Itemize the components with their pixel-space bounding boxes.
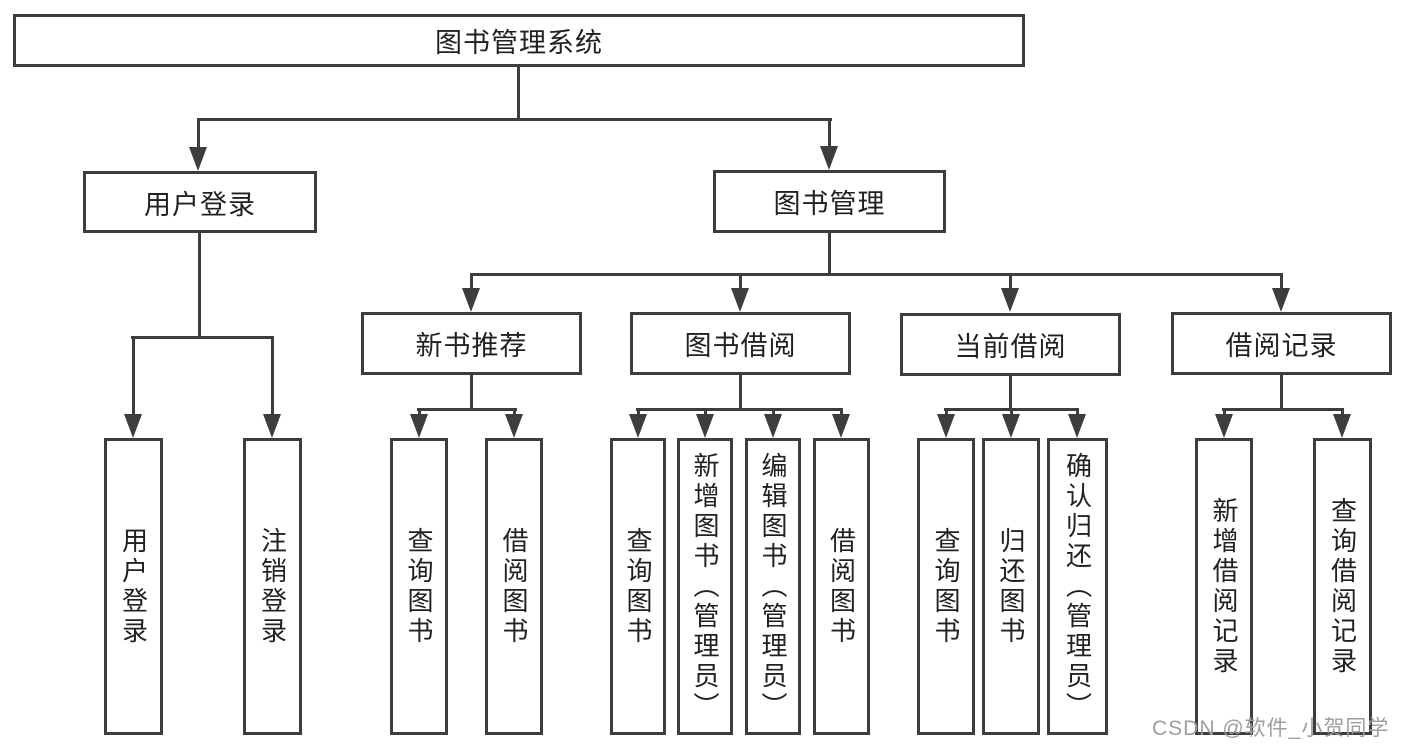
- leaf-query-books-recommend: 查询图书: [390, 438, 448, 735]
- leaf-logout-label: 注销登录: [257, 526, 288, 647]
- connector-line: [1009, 376, 1012, 409]
- leaf-return-book: 归还图书: [982, 438, 1040, 735]
- arrowhead: [629, 414, 647, 438]
- arrowhead: [1068, 414, 1086, 438]
- connector-line: [772, 408, 775, 416]
- arrowhead: [696, 414, 714, 438]
- connector-line: [197, 118, 832, 121]
- leaf-query-books-current: 查询图书: [917, 438, 975, 735]
- arrowhead: [263, 414, 281, 438]
- leaf-query-books-borrow-label: 查询图书: [623, 526, 653, 647]
- connector-line: [517, 66, 520, 120]
- leaf-return-book-label: 归还图书: [996, 526, 1026, 647]
- leaf-query-books-current-label: 查询图书: [931, 526, 961, 647]
- connector-line: [1076, 408, 1079, 416]
- connector-line: [1223, 408, 1226, 416]
- connector-line: [470, 273, 473, 293]
- node-new-book-recommend: 新书推荐: [361, 312, 582, 375]
- leaf-confirm-return-admin-label: 确认归还（管理员）: [1062, 451, 1093, 722]
- connector-line: [513, 408, 516, 416]
- arrowhead: [1001, 288, 1019, 312]
- arrowhead: [124, 414, 142, 438]
- node-user-login: 用户登录: [83, 171, 317, 233]
- arrowhead: [505, 414, 523, 438]
- arrowhead: [937, 414, 955, 438]
- arrowhead: [832, 414, 850, 438]
- connector-line: [1341, 408, 1344, 416]
- leaf-query-books-borrow: 查询图书: [610, 438, 666, 735]
- arrowhead: [1272, 288, 1290, 312]
- leaf-add-borrow-record-label: 新增借阅记录: [1209, 496, 1239, 677]
- leaf-edit-book-admin-label: 编辑图书（管理员）: [758, 451, 788, 722]
- connector-line: [1222, 408, 1344, 411]
- connector-line: [132, 336, 135, 418]
- node-new-book-recommend-label: 新书推荐: [415, 331, 528, 361]
- connector-line: [637, 408, 640, 416]
- connector-line: [470, 273, 1283, 276]
- arrowhead: [820, 146, 838, 170]
- node-borrow-records-label: 借阅记录: [1225, 331, 1338, 361]
- node-root-label: 图书管理系统: [435, 28, 603, 58]
- leaf-query-books-recommend-label: 查询图书: [404, 526, 434, 647]
- arrowhead: [731, 288, 749, 312]
- connector-line: [739, 273, 742, 293]
- connector-line: [417, 408, 517, 411]
- leaf-add-book-admin-label: 新增图书（管理员）: [690, 451, 720, 722]
- arrowhead: [410, 414, 428, 438]
- connector-line: [198, 233, 201, 338]
- connector-line: [470, 375, 473, 409]
- leaf-query-borrow-record: 查询借阅记录: [1313, 438, 1372, 735]
- connector-line: [704, 408, 707, 416]
- csdn-watermark: CSDN @软件_小贺同学: [1152, 717, 1390, 740]
- leaf-user-login: 用户登录: [104, 438, 163, 735]
- node-book-borrow: 图书借阅: [630, 312, 851, 375]
- connector-line: [1280, 375, 1283, 409]
- connector-line: [828, 233, 831, 275]
- connector-line: [1280, 273, 1283, 293]
- leaf-borrow-books-recommend: 借阅图书: [485, 438, 543, 735]
- connector-line: [1009, 273, 1012, 293]
- connector-line: [271, 336, 274, 418]
- arrowhead: [1002, 414, 1020, 438]
- connector-line: [636, 408, 843, 411]
- node-current-borrow-label: 当前借阅: [954, 332, 1067, 362]
- connector-line: [131, 336, 274, 339]
- leaf-add-book-admin: 新增图书（管理员）: [677, 438, 733, 735]
- node-root: 图书管理系统: [13, 14, 1025, 67]
- node-current-borrow: 当前借阅: [900, 313, 1121, 376]
- leaf-logout: 注销登录: [243, 438, 302, 735]
- connector-line: [1010, 408, 1013, 416]
- connector-line: [840, 408, 843, 416]
- connector-line: [828, 118, 831, 152]
- leaf-confirm-return-admin: 确认归还（管理员）: [1047, 438, 1108, 735]
- arrowhead: [189, 147, 207, 171]
- arrowhead: [462, 288, 480, 312]
- connector-line: [197, 118, 200, 152]
- arrowhead: [1215, 414, 1233, 438]
- node-book-borrow-label: 图书借阅: [684, 331, 797, 361]
- leaf-edit-book-admin: 编辑图书（管理员）: [745, 438, 801, 735]
- arrowhead: [764, 414, 782, 438]
- node-user-login-label: 用户登录: [144, 189, 256, 220]
- leaf-query-borrow-record-label: 查询借阅记录: [1327, 496, 1358, 677]
- leaf-borrow-books-label: 借阅图书: [826, 526, 857, 647]
- leaf-borrow-books: 借阅图书: [813, 438, 870, 735]
- connector-line: [945, 408, 948, 416]
- leaf-user-login-label: 用户登录: [118, 526, 149, 647]
- leaf-add-borrow-record: 新增借阅记录: [1195, 438, 1253, 735]
- node-book-management-label: 图书管理: [773, 189, 886, 219]
- leaf-borrow-books-recommend-label: 借阅图书: [499, 526, 529, 647]
- node-borrow-records: 借阅记录: [1171, 312, 1392, 375]
- arrowhead: [1333, 414, 1351, 438]
- node-book-management: 图书管理: [713, 170, 946, 233]
- connector-line: [739, 375, 742, 409]
- connector-line: [418, 408, 421, 416]
